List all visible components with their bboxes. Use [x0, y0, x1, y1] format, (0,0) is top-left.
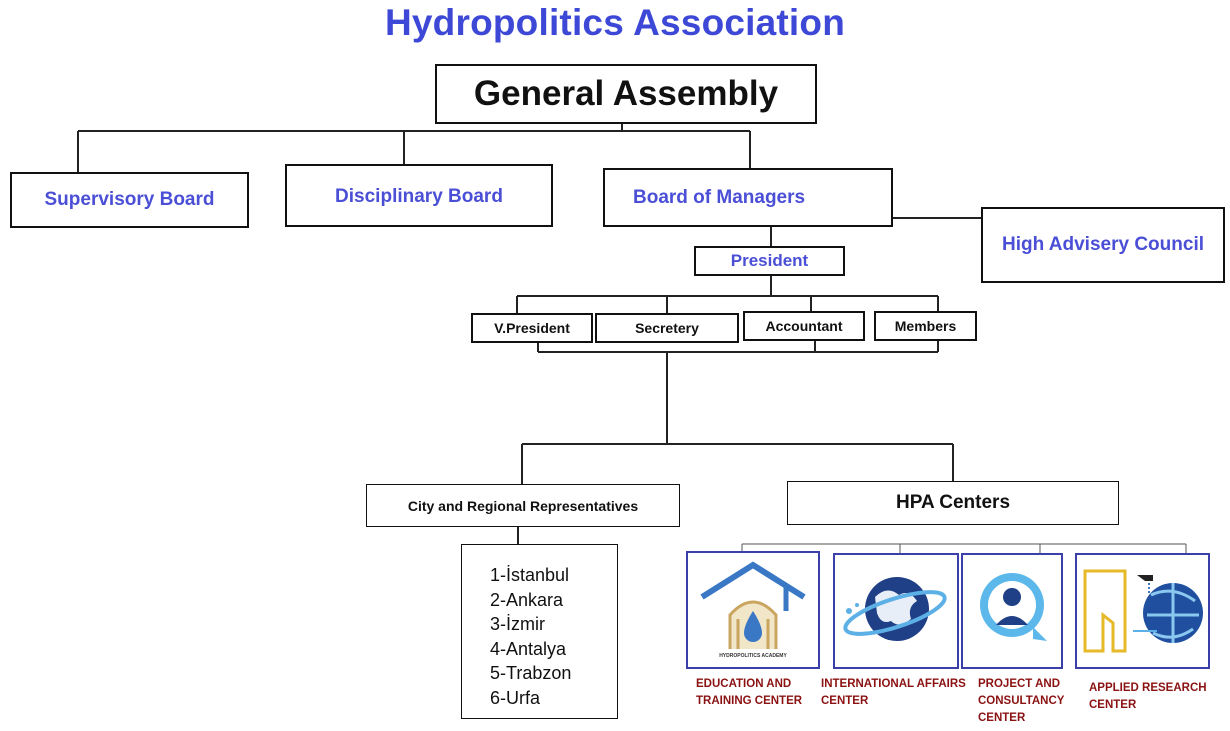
secretary-box: Secretery: [595, 313, 739, 343]
academy-logo-icon: [700, 561, 806, 649]
secretary-label: Secretery: [635, 320, 699, 336]
academy-logo-text: HYDROPOLITICS ACADEMY: [719, 653, 787, 659]
research-center-logo-box: [1075, 553, 1210, 669]
general-assembly-label: General Assembly: [473, 74, 779, 113]
disciplinary-board-label: Disciplinary Board: [335, 186, 503, 207]
members-label: Members: [894, 318, 957, 334]
hpa-centers-label: HPA Centers: [895, 492, 1011, 513]
city-list-box: 1-İstanbul 2-Ankara 3-İzmir 4-Antalya 5-…: [461, 544, 618, 719]
high-advisory-council-box: High Advisery Council: [981, 207, 1225, 283]
diagram-title: Hydropolitics Association: [384, 2, 846, 43]
disciplinary-board-box: Disciplinary Board: [285, 164, 553, 227]
high-advisory-council-label: High Advisery Council: [1002, 234, 1204, 255]
board-of-managers-label: Board of Managers: [633, 187, 806, 208]
education-center-line1: EDUCATION AND: [696, 678, 792, 690]
accountant-box: Accountant: [743, 311, 865, 341]
supervisory-board-label: Supervisory Board: [44, 189, 215, 210]
globe-icon: [843, 577, 947, 641]
board-of-managers-box: Board of Managers: [603, 168, 893, 227]
city-item: 3-İzmir: [490, 614, 545, 634]
city-item: 5-Trabzon: [490, 663, 572, 683]
city-item: 4-Antalya: [490, 638, 567, 659]
vice-president-label: V.President: [494, 320, 570, 336]
research-center-line1: APPLIED RESEARCH: [1089, 682, 1207, 694]
representatives-label: City and Regional Representatives: [407, 497, 639, 514]
research-center-line2: CENTER: [1089, 699, 1137, 711]
education-center-label: EDUCATION AND TRAINING CENTER: [696, 676, 802, 710]
president-label: President: [730, 251, 809, 270]
city-list: 1-İstanbul 2-Ankara 3-İzmir 4-Antalya 5-…: [462, 545, 617, 710]
vice-president-box: V.President: [471, 313, 593, 343]
accountant-label: Accountant: [765, 318, 843, 334]
city-item: 6-Urfa: [490, 687, 541, 708]
project-center-line1: PROJECT AND: [978, 678, 1060, 690]
research-globe-icon: [1083, 569, 1203, 653]
international-center-label: INTERNATIONAL AFFAIRS CENTER: [821, 676, 966, 710]
president-box: President: [694, 246, 845, 276]
project-center-label: PROJECT AND CONSULTANCY CENTER: [978, 676, 1064, 727]
project-center-logo-box: [961, 553, 1063, 669]
hpa-centers-box: HPA Centers: [787, 481, 1119, 525]
education-center-logo-box: HYDROPOLITICS ACADEMY: [686, 551, 820, 669]
project-center-line3: CENTER: [978, 712, 1026, 724]
representatives-box: City and Regional Representatives: [366, 484, 680, 527]
city-item: 2-Ankara: [490, 589, 564, 610]
consultant-icon: [980, 573, 1047, 641]
education-center-line2: TRAINING CENTER: [696, 695, 803, 707]
city-item: 1-İstanbul: [490, 565, 570, 585]
international-center-logo-box: [833, 553, 959, 669]
international-center-line1: INTERNATIONAL AFFAIRS: [821, 678, 966, 690]
supervisory-board-box: Supervisory Board: [10, 172, 249, 228]
project-center-line2: CONSULTANCY: [978, 695, 1065, 707]
research-center-label: APPLIED RESEARCH CENTER: [1089, 680, 1207, 714]
general-assembly-box: General Assembly: [435, 64, 817, 124]
members-box: Members: [874, 311, 977, 341]
international-center-line2: CENTER: [821, 695, 869, 707]
